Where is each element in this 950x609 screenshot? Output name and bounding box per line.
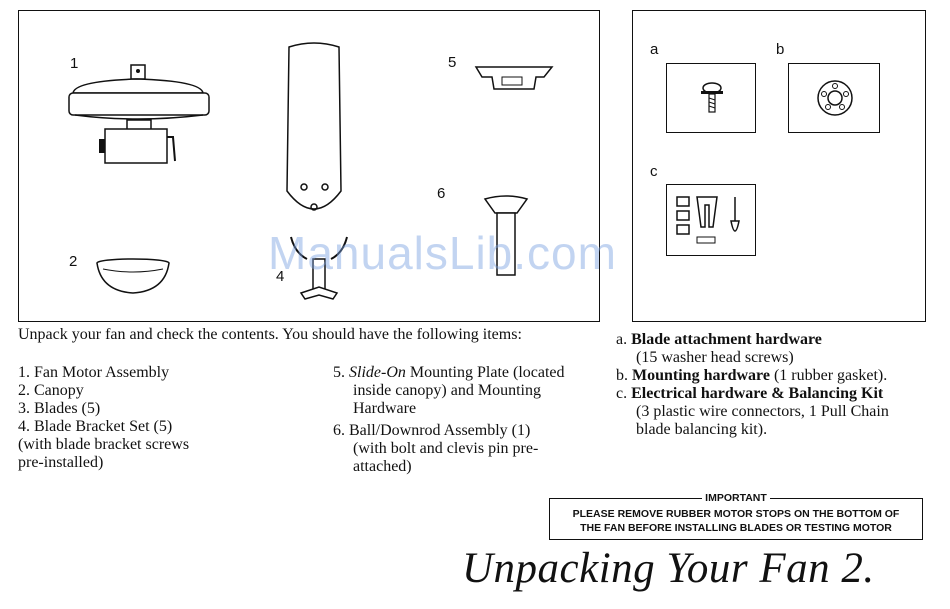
watermark: ManualsLib.com: [268, 227, 617, 279]
page-title: Unpacking Your Fan 2.: [462, 545, 875, 592]
list-item-continuation: inside canopy) and Mounting: [353, 382, 541, 399]
canopy-icon: [96, 258, 170, 294]
screw-icon: [701, 82, 723, 113]
hardware-box-b: [788, 63, 880, 133]
important-line-2: THE FAN BEFORE INSTALLING BLADES OR TEST…: [580, 522, 892, 534]
list-item-a: a. Blade attachment hardware: [616, 331, 822, 348]
list-item-continuation: (15 washer head screws): [636, 349, 794, 366]
list-item: 5. Slide-On Mounting Plate (located: [333, 364, 565, 381]
important-line-1: PLEASE REMOVE RUBBER MOTOR STOPS ON THE …: [572, 508, 900, 520]
list-item-continuation: (with bolt and clevis pin pre-: [353, 440, 539, 457]
list-item: 6. Ball/Downrod Assembly (1): [333, 422, 531, 439]
part-label-6: 6: [437, 185, 446, 202]
mounting-plate-icon: [474, 66, 554, 90]
hardware-label-a: a: [650, 41, 659, 58]
list-item: 2. Canopy: [18, 382, 84, 399]
hardware-box-a: [666, 63, 756, 133]
important-notice: IMPORTANT PLEASE REMOVE RUBBER MOTOR STO…: [549, 492, 923, 540]
list-item-continuation: pre-installed): [18, 454, 104, 471]
items-list-right: a. Blade attachment hardware (15 washer …: [616, 331, 936, 439]
list-item-continuation: (with blade bracket screws: [18, 436, 190, 453]
list-item-c: c. Electrical hardware & Balancing Kit: [616, 385, 884, 402]
hardware-panel: a b c: [632, 10, 926, 322]
hardware-label-c: c: [650, 163, 658, 180]
blade-bracket-icon: [290, 236, 348, 300]
downrod-icon: [483, 195, 529, 276]
part-label-5: 5: [448, 54, 457, 71]
intro-text: Unpack your fan and check the contents. …: [18, 326, 522, 343]
fan-motor-icon: [68, 64, 210, 164]
list-item: 1. Fan Motor Assembly: [18, 364, 170, 381]
list-item-continuation: Hardware: [353, 400, 417, 417]
list-item: 3. Blades (5): [18, 400, 101, 417]
important-heading: IMPORTANT: [550, 491, 922, 505]
list-item-continuation: attached): [353, 458, 412, 475]
hardware-box-c: [666, 184, 756, 256]
list-item-continuation: blade balancing kit).: [636, 421, 768, 438]
list-item: 4. Blade Bracket Set (5): [18, 418, 173, 435]
list-item-continuation: (3 plastic wire connectors, 1 Pull Chain: [636, 403, 889, 420]
hardware-label-b: b: [776, 41, 785, 58]
items-list-left: 1. Fan Motor Assembly 2. Canopy 3. Blade…: [18, 364, 189, 472]
electrical-kit-icon: [676, 196, 740, 244]
part-label-4: 4: [276, 268, 285, 285]
items-list-middle: 5. Slide-On Mounting Plate (located insi…: [333, 364, 565, 476]
part-label-2: 2: [69, 253, 78, 270]
blade-icon: [286, 42, 342, 211]
list-item-b: b. Mounting hardware (1 rubber gasket).: [616, 367, 888, 384]
slide-on-text: Slide-On: [349, 364, 406, 381]
parts-panel: 1 3 5 6 2 4: [18, 10, 600, 322]
part-label-1: 1: [70, 55, 79, 72]
gasket-icon: [817, 80, 853, 116]
